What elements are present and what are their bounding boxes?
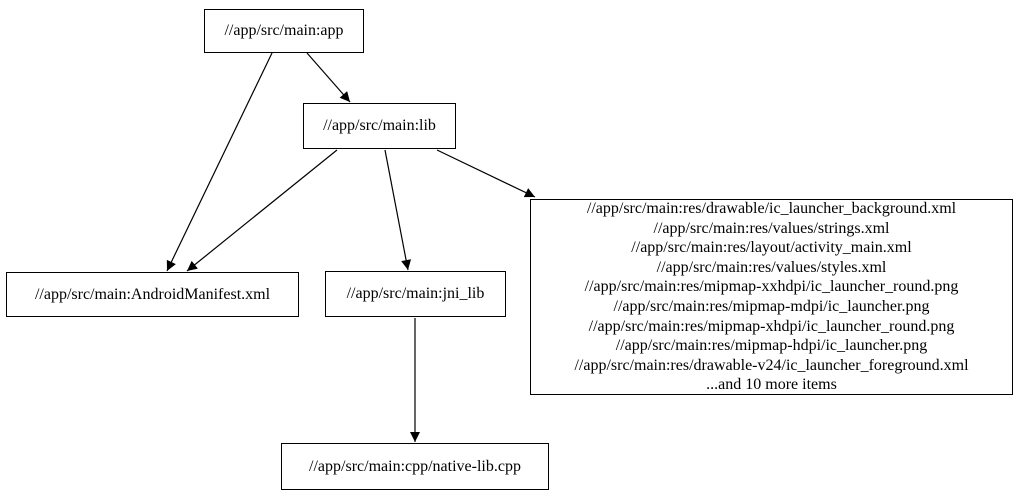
node-native-lib-label: //app/src/main:cpp/native-lib.cpp [309, 457, 521, 475]
edge-app-to-lib [306, 52, 351, 103]
edge-app-to-android-manifest [166, 52, 273, 272]
node-lib: //app/src/main:lib [303, 103, 456, 149]
node-app-label: //app/src/main:app [224, 22, 344, 40]
edge-lib-to-android-manifest [186, 149, 338, 272]
edge-lib-to-jni-lib [384, 149, 412, 271]
edge-lib-to-res-group [436, 149, 536, 198]
node-jni-lib: //app/src/main:jni_lib [325, 271, 506, 317]
res-item: //app/src/main:res/values/styles.xml [656, 258, 887, 276]
res-item: //app/src/main:res/values/strings.xml [653, 219, 890, 237]
node-app: //app/src/main:app [204, 9, 364, 53]
res-item: //app/src/main:res/layout/activity_main.… [631, 239, 912, 257]
res-item: //app/src/main:res/drawable-v24/ic_launc… [574, 356, 969, 374]
res-item: //app/src/main:res/mipmap-xhdpi/ic_launc… [588, 317, 955, 335]
node-android-manifest: //app/src/main:AndroidManifest.xml [6, 272, 299, 317]
node-lib-label: //app/src/main:lib [323, 117, 436, 135]
node-native-lib: //app/src/main:cpp/native-lib.cpp [281, 443, 549, 490]
res-item: //app/src/main:res/mipmap-mdpi/ic_launch… [613, 298, 930, 315]
res-item: //app/src/main:res/mipmap-hdpi/ic_launch… [615, 337, 928, 355]
node-res-group: //app/src/main:res/drawable/ic_launcher_… [530, 199, 1013, 395]
node-jni-lib-label: //app/src/main:jni_lib [346, 285, 485, 303]
node-android-manifest-label: //app/src/main:AndroidManifest.xml [34, 285, 271, 303]
res-group-more-items: ...and 10 more items [706, 376, 837, 394]
res-item: //app/src/main:res/mipmap-xxhdpi/ic_laun… [584, 278, 959, 296]
res-item: //app/src/main:res/drawable/ic_launcher_… [586, 200, 957, 218]
